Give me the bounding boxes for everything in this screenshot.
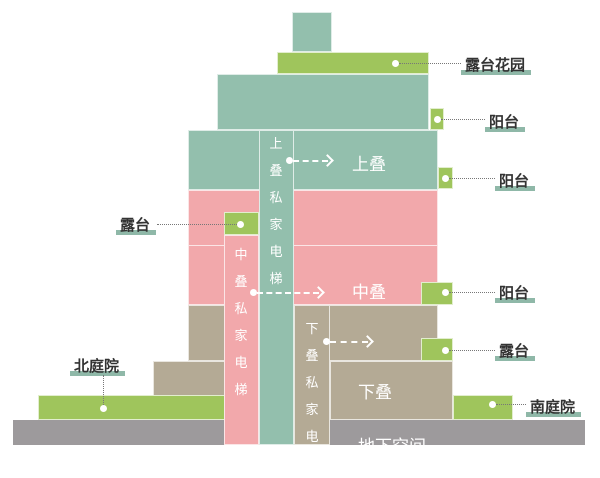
terrace-right-leader <box>449 350 495 351</box>
lower-arrow-origin <box>323 338 330 345</box>
south-courtyard <box>453 395 513 420</box>
balcony-2-dot <box>442 175 449 182</box>
south-courtyard-dot <box>489 401 496 408</box>
roof-garden-leader <box>399 63 461 64</box>
terrace-right <box>421 338 453 361</box>
south-courtyard-label: 南庭院 <box>525 398 582 417</box>
terrace-right-dot <box>442 347 449 354</box>
lower-arrow-icon <box>330 341 368 343</box>
terrace-left-leader <box>157 224 237 225</box>
upper-elevator-label: 上叠私家电梯 <box>269 137 283 287</box>
balcony-2-leader <box>449 178 495 179</box>
basement <box>330 420 585 445</box>
upper-arrow-icon <box>293 160 328 162</box>
balcony-3-leader <box>449 292 495 293</box>
balcony-3-label: 阳台 <box>494 284 536 303</box>
balcony-1-label: 阳台 <box>484 113 526 132</box>
terrace-left-dot <box>237 221 244 228</box>
basement-left <box>13 420 225 445</box>
north-courtyard-dot <box>100 405 107 412</box>
upper-unit-label: 上叠 <box>352 155 386 175</box>
roof-garden-dot <box>392 60 399 67</box>
upper-unit-top-floor <box>217 74 429 130</box>
balcony-2-label: 阳台 <box>494 172 536 191</box>
lower-unit-label: 下叠 <box>358 383 392 403</box>
lower-elevator-label: 下叠私家电梯 <box>305 322 319 472</box>
middle-elevator-label: 中叠私家电梯 <box>234 248 248 398</box>
terrace-left-label: 露台 <box>115 216 157 235</box>
balcony-3-dot <box>442 289 449 296</box>
roof-garden-label: 露台花园 <box>460 56 532 75</box>
upper-arrow-origin <box>286 157 293 164</box>
lower-elevator-shaft <box>294 305 330 445</box>
balcony-1-dot <box>434 116 441 123</box>
lower-unit-step <box>153 361 225 396</box>
south-courtyard-leader <box>496 404 526 405</box>
north-courtyard <box>38 395 225 420</box>
middle-elevator-shaft <box>224 235 259 445</box>
terrace-right-label: 露台 <box>494 342 536 361</box>
north-courtyard-label: 北庭院 <box>69 357 126 376</box>
middle-arrow-icon <box>257 292 319 294</box>
upper-elevator-shaft <box>259 130 294 445</box>
lower-unit-block <box>330 361 453 420</box>
north-courtyard-leader <box>103 375 104 405</box>
upper-unit-block <box>188 130 438 190</box>
middle-unit-label: 中叠 <box>352 283 386 303</box>
middle-arrow-origin <box>250 289 257 296</box>
balcony-1-leader <box>441 119 485 120</box>
balcony-3 <box>421 282 453 305</box>
rooftop-stair <box>292 12 332 52</box>
